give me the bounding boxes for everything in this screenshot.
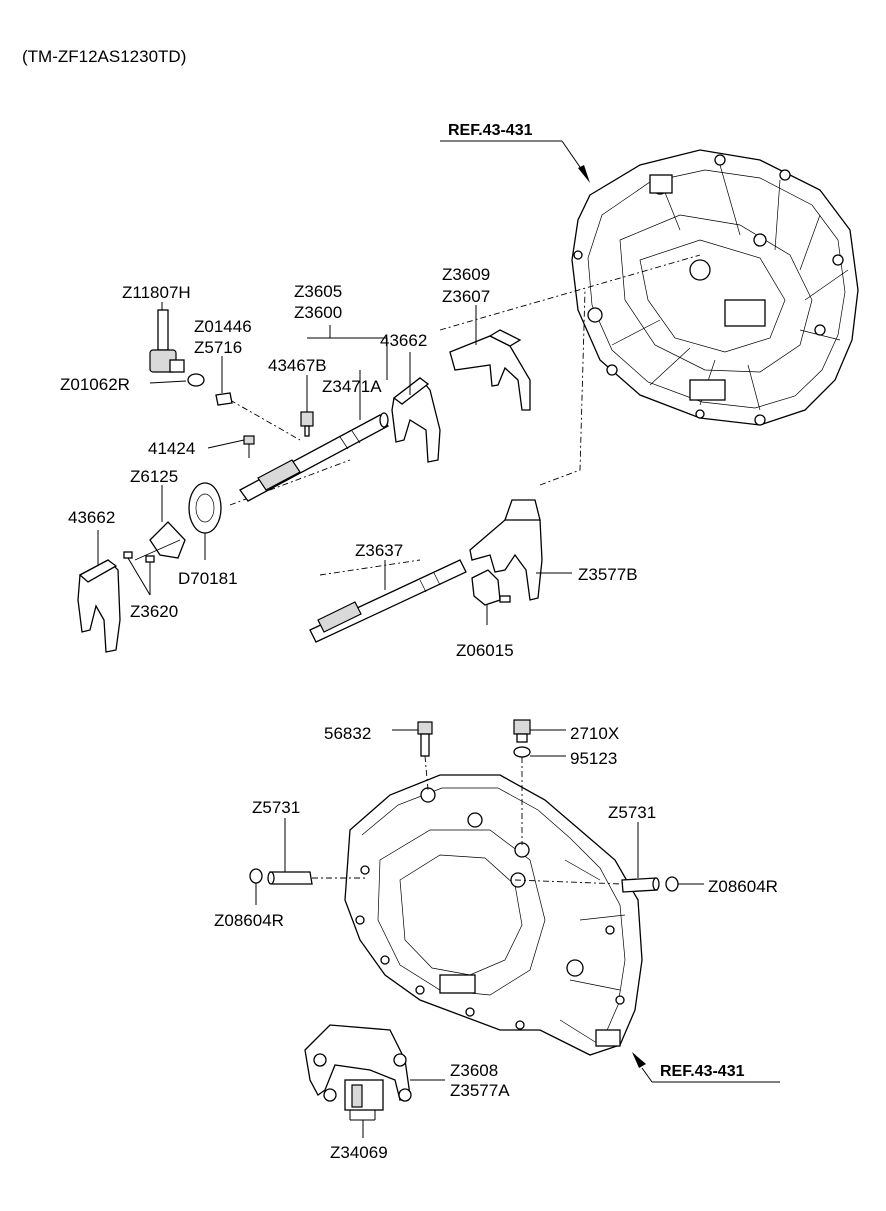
shift-fork-43662-left — [77, 559, 121, 653]
label-z3577a: Z3577A — [450, 1081, 510, 1100]
label-z3577b: Z3577B — [578, 565, 638, 584]
label-z3605: Z3605 — [294, 282, 342, 301]
pin-41424 — [243, 435, 255, 458]
detent-plate-d70181 — [188, 482, 222, 534]
label-z5731-left: Z5731 — [252, 798, 300, 817]
label-z08604r-right: Z08604R — [708, 877, 778, 896]
plunger-43467b — [300, 411, 314, 437]
label-z08604r-left: Z08604R — [214, 911, 284, 930]
label-43467b: 43467B — [268, 356, 327, 375]
clip-z06015 — [471, 569, 511, 606]
label-95123: 95123 — [570, 749, 617, 768]
transmission-housing-bottom — [344, 774, 643, 1056]
lever-z6125 — [134, 521, 186, 561]
label-z6125: Z6125 — [130, 467, 178, 486]
plug-2710x — [513, 719, 531, 743]
label-z5731-right: Z5731 — [608, 803, 656, 822]
label-z34069: Z34069 — [330, 1143, 388, 1162]
label-2710x: 2710X — [570, 724, 619, 743]
o-ring-z08604r-right — [665, 876, 679, 892]
label-z01446: Z01446 — [194, 317, 252, 336]
o-ring-z08604r-left — [249, 868, 263, 884]
label-41424: 41424 — [148, 439, 195, 458]
shift-shaft-z3637 — [309, 559, 467, 643]
label-56832: 56832 — [324, 724, 371, 743]
label-43662-top: 43662 — [380, 331, 427, 350]
label-z3600: Z3600 — [294, 303, 342, 322]
label-z3637: Z3637 — [355, 541, 403, 560]
bracket-z3608 — [304, 1024, 412, 1102]
label-z3608: Z3608 — [450, 1061, 498, 1080]
shift-fork-z3577b — [469, 499, 543, 601]
o-ring-z01062r — [187, 373, 205, 387]
label-d70181: D70181 — [178, 569, 238, 588]
label-z06015: Z06015 — [456, 641, 514, 660]
washer-95123 — [513, 746, 531, 758]
label-z3607: Z3607 — [442, 287, 490, 306]
bolt-56832 — [417, 721, 433, 757]
shift-fork-43662-top — [391, 377, 441, 463]
pin-z5731-left — [267, 871, 313, 885]
ref-label-top: REF.43-431 — [448, 122, 533, 139]
label-z3609: Z3609 — [442, 265, 490, 284]
ref-label-bottom: REF.43-431 — [660, 1063, 745, 1080]
label-z3471a: Z3471A — [322, 377, 382, 396]
label-z3620: Z3620 — [130, 602, 178, 621]
shift-shaft-z3471a — [239, 412, 389, 502]
pin-z5731-right — [621, 877, 660, 893]
transmission-housing-top — [571, 149, 859, 426]
bracket-z34069 — [344, 1079, 384, 1111]
model-code-title: (TM-ZF12AS1230TD) — [22, 47, 186, 66]
shift-fork-z3609 — [449, 329, 531, 411]
sensor-z11807h — [149, 309, 185, 373]
label-43662-left: 43662 — [68, 508, 115, 527]
pin-z5716 — [215, 392, 233, 406]
label-z5716: Z5716 — [194, 338, 242, 357]
label-z01062r: Z01062R — [60, 375, 130, 394]
label-z11807h: Z11807H — [122, 283, 191, 302]
